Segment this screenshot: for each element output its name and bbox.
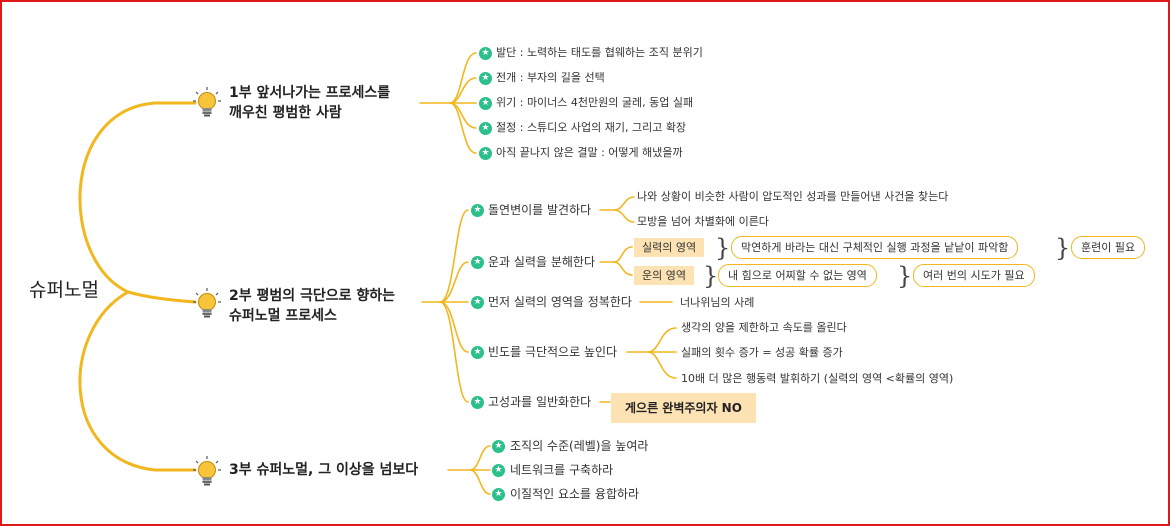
section-3-item[interactable]: 조직의 수준(레벨)을 높여라 xyxy=(510,439,649,453)
section-1-item[interactable]: 아직 끝나지 않은 결말 : 어떻게 해냈을까 xyxy=(496,146,683,159)
star-icon: ★ xyxy=(492,464,505,477)
star-icon: ★ xyxy=(479,147,492,160)
section-2-subitem[interactable]: 실패의 횟수 증가 = 성공 확률 증가 xyxy=(681,346,843,359)
star-icon: ★ xyxy=(479,122,492,135)
section-3-title[interactable]: 3부 슈퍼노멀, 그 이상을 넘보다 xyxy=(229,460,418,480)
lightbulb-icon xyxy=(193,456,221,486)
star-icon: ★ xyxy=(471,256,484,269)
skill-domain-desc[interactable]: 막연하게 바라는 대신 구체적인 실행 과정을 낱낱이 파악함 xyxy=(731,236,1019,259)
star-icon: ★ xyxy=(479,47,492,60)
section-2-title-line1: 2부 평범의 극단으로 향하는 xyxy=(229,288,396,304)
section-2-subitem[interactable]: 생각의 양을 제한하고 속도를 올린다 xyxy=(681,321,847,334)
lazy-perfectionist-note[interactable]: 게으른 완벽주의자 NO xyxy=(611,393,756,423)
luck-domain-desc[interactable]: 내 힘으로 어찌할 수 없는 영역 xyxy=(718,264,877,287)
section-3-item[interactable]: 네트워크를 구축하라 xyxy=(510,463,614,477)
brace-icon: } xyxy=(715,234,731,262)
section-1-item[interactable]: 전개 : 부자의 길을 선택 xyxy=(496,71,605,84)
section-2-item[interactable]: 운과 실력을 분해한다 xyxy=(488,255,595,269)
section-2-subitem[interactable]: 나와 상황이 비슷한 사람이 압도적인 성과를 만들어낸 사건을 찾는다 xyxy=(637,190,949,203)
star-icon: ★ xyxy=(479,97,492,110)
star-icon: ★ xyxy=(471,296,484,309)
lightbulb-icon xyxy=(193,288,221,318)
star-icon: ★ xyxy=(471,346,484,359)
star-icon: ★ xyxy=(471,204,484,217)
star-icon: ★ xyxy=(492,440,505,453)
section-2-item[interactable]: 빈도를 극단적으로 높인다 xyxy=(488,345,618,359)
section-2-item[interactable]: 먼저 실력의 영역을 정복한다 xyxy=(488,295,632,309)
section-2-subitem[interactable]: 너나위님의 사례 xyxy=(680,296,755,309)
section-3-item[interactable]: 이질적인 요소를 융합하라 xyxy=(510,487,640,501)
brace-icon: } xyxy=(1055,234,1071,262)
section-1-item[interactable]: 절정 : 스튜디오 사업의 재기, 그리고 확장 xyxy=(496,121,687,134)
section-1-item[interactable]: 발단 : 노력하는 태도를 협웨하는 조직 분위기 xyxy=(496,46,703,59)
section-3-title-line1: 3부 슈퍼노멀, 그 이상을 넘보다 xyxy=(229,462,419,478)
star-icon: ★ xyxy=(492,488,505,501)
skill-domain-tag[interactable]: 실력의 영역 xyxy=(634,238,705,257)
section-2-title[interactable]: 2부 평범의 극단으로 향하는 슈퍼노멀 프로세스 xyxy=(229,286,395,326)
lightbulb-icon xyxy=(193,87,221,117)
section-2-item[interactable]: 돌연변이를 발견하다 xyxy=(488,203,592,217)
brace-icon: } xyxy=(897,262,913,290)
star-icon: ★ xyxy=(471,396,484,409)
luck-domain-tag[interactable]: 운의 영역 xyxy=(634,266,694,285)
section-1-title-line2: 깨우친 평범한 사람 xyxy=(229,105,342,121)
section-1-item[interactable]: 위기 : 마이너스 4천만원의 굴레, 동업 실패 xyxy=(496,96,694,109)
skill-domain-result[interactable]: 훈련이 필요 xyxy=(1071,236,1146,259)
star-icon: ★ xyxy=(479,72,492,85)
section-2-subitem[interactable]: 모방을 넘어 차별화에 이른다 xyxy=(637,215,769,228)
section-2-subitem[interactable]: 10배 더 많은 행동력 발휘하기 (실력의 영역 <확률의 영역) xyxy=(681,372,954,385)
section-1-title[interactable]: 1부 앞서나가는 프로세스를 깨우친 평범한 사람 xyxy=(229,83,390,123)
section-1-title-line1: 1부 앞서나가는 프로세스를 xyxy=(229,85,391,101)
section-2-item[interactable]: 고성과를 일반화한다 xyxy=(488,395,592,409)
root-topic[interactable]: 슈퍼노멀 xyxy=(29,279,99,301)
luck-domain-result[interactable]: 여러 번의 시도가 필요 xyxy=(913,264,1035,287)
section-2-title-line2: 슈퍼노멀 프로세스 xyxy=(229,308,337,324)
brace-icon: } xyxy=(703,262,719,290)
